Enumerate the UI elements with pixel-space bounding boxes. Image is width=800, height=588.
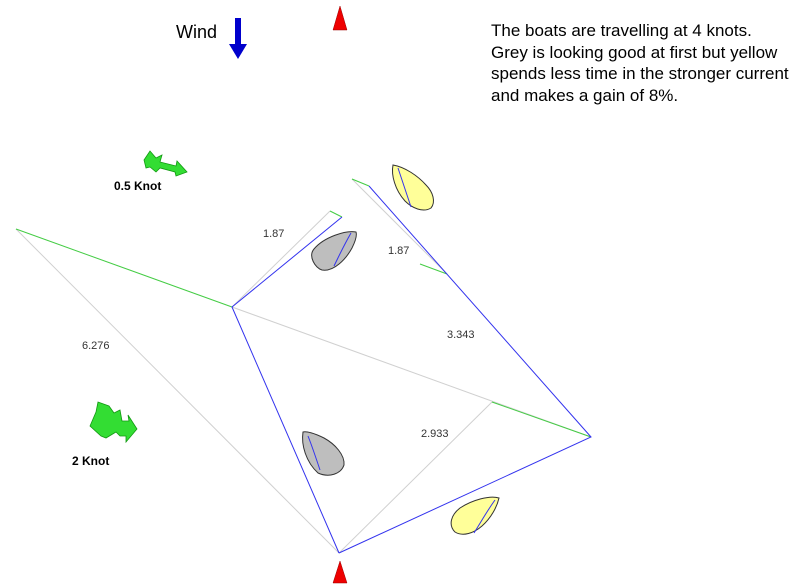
current-label-small: 0.5 Knot xyxy=(114,179,162,193)
current-lines xyxy=(15,178,592,438)
current-arrow-large-icon xyxy=(89,401,138,444)
yellow-boat-upper-icon xyxy=(392,164,434,211)
course-lines xyxy=(231,185,592,554)
current-arrow-small-icon xyxy=(143,150,188,177)
construction-line-upper-left xyxy=(231,210,331,308)
distance-label-grey-upper: 1.87 xyxy=(263,228,284,240)
explanation-text: The boats are travelling at 4 knots. Gre… xyxy=(491,21,789,105)
yellow-boat-lower-icon xyxy=(450,496,500,535)
current-line-upper-left xyxy=(329,210,343,218)
windward-mark-icon xyxy=(332,5,348,31)
distance-label-yellow-upper: 1.87 xyxy=(388,245,409,257)
current-label-large: 2 Knot xyxy=(72,454,110,468)
distance-label-lower: 2.933 xyxy=(421,428,449,440)
construction-line-left xyxy=(15,228,340,554)
current-line-upper-right xyxy=(419,263,448,275)
yellow-course xyxy=(338,185,592,554)
grey-boat-lower-icon xyxy=(302,431,345,476)
construction-line-lower xyxy=(338,401,493,554)
current-line-lower xyxy=(491,401,592,438)
grey-course xyxy=(231,216,343,554)
construction-line-upper-right xyxy=(351,178,448,275)
wind-label: Wind xyxy=(176,22,218,42)
wind-arrow-icon xyxy=(229,18,247,59)
distance-labels: 1.87 1.87 6.276 3.343 2.933 xyxy=(82,228,475,440)
grey-boat-upper-icon xyxy=(311,231,357,271)
leeward-mark-icon xyxy=(332,560,348,584)
construction-lines xyxy=(15,178,592,554)
current-line-left xyxy=(15,228,233,308)
distance-label-left: 6.276 xyxy=(82,340,110,352)
distance-label-right: 3.343 xyxy=(447,329,475,341)
current-line-top xyxy=(351,178,370,187)
